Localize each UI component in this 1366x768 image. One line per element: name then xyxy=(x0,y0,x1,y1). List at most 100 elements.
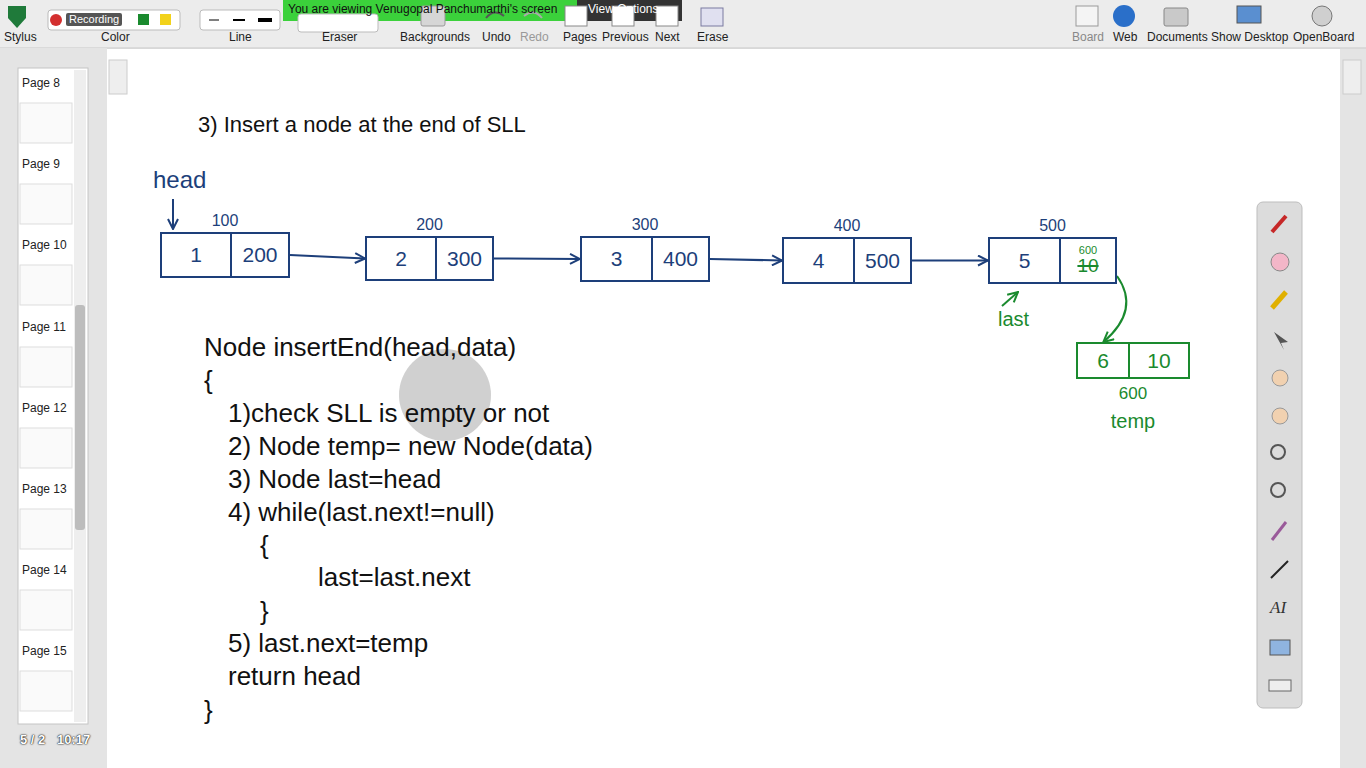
cell-value: 10 xyxy=(1077,256,1098,277)
page-thumbnail xyxy=(20,103,72,143)
next-pointer-arrow xyxy=(290,255,365,259)
code-line: return head xyxy=(228,662,361,692)
toolbar-label: Eraser xyxy=(322,31,357,45)
node-address: 600 xyxy=(1119,385,1147,404)
banner-text: You are viewing Venugopal Panchumarthi's… xyxy=(288,3,557,17)
page-list xyxy=(18,68,88,724)
next-cell: 500 xyxy=(853,239,910,282)
data-cell: 4 xyxy=(784,239,853,282)
toolbar-label: Backgrounds xyxy=(400,31,470,45)
cell-value: 400 xyxy=(663,247,698,270)
list-node: 4004500 xyxy=(782,237,912,284)
record-dot xyxy=(50,14,62,26)
documents-icon xyxy=(1164,8,1188,26)
color-picker xyxy=(48,10,180,30)
next-cell: 400 xyxy=(651,238,708,280)
code-line: 1)check SLL is empty or not xyxy=(228,399,549,429)
next-icon xyxy=(656,6,678,26)
data-cell: 6 xyxy=(1078,344,1128,377)
page-thumbnail xyxy=(20,671,72,711)
cell-value: 6 xyxy=(1097,349,1109,372)
line-tool xyxy=(1271,561,1288,578)
node-caption: 600 temp xyxy=(1048,385,1218,432)
toolbar-label: Erase xyxy=(697,31,728,45)
page-counter: 5 / 2 xyxy=(20,733,45,748)
toolbar-label: Show Desktop xyxy=(1211,31,1288,45)
toolbar-label: Next xyxy=(655,31,680,45)
page-thumbnail xyxy=(20,347,72,387)
board-canvas xyxy=(107,49,1340,768)
node-address: 200 xyxy=(416,216,443,234)
code-line: { xyxy=(260,531,269,561)
pointer-name: head xyxy=(153,166,206,194)
stylus-icon xyxy=(8,6,26,28)
color-swatch xyxy=(138,14,149,25)
page-thumbnail xyxy=(20,509,72,549)
cell-value: 10 xyxy=(1147,349,1170,372)
data-cell: 2 xyxy=(367,238,435,279)
list-node: 600temp610 xyxy=(1076,342,1190,379)
toolbar-label: OpenBoard xyxy=(1293,31,1354,45)
grab-tool xyxy=(1272,408,1288,424)
code-line: last=last.next xyxy=(318,563,470,593)
page-thumbnail xyxy=(20,428,72,468)
board-icon xyxy=(1076,6,1098,26)
eraser-tool xyxy=(1271,253,1289,271)
toolbar xyxy=(0,0,1366,48)
pointer-tool xyxy=(1274,332,1288,350)
code-line: } xyxy=(204,696,213,726)
tool-palette xyxy=(1257,202,1302,708)
scrollbar xyxy=(74,70,86,722)
hand-tool xyxy=(1272,370,1288,386)
page-thumbnail xyxy=(20,184,72,224)
data-cell: 5 xyxy=(990,239,1059,282)
data-cell: 1 xyxy=(162,234,230,276)
last-pointer xyxy=(1002,292,1018,306)
code-line: 3) Node last=head xyxy=(228,465,441,495)
scroll-thumb xyxy=(75,305,85,530)
pointer-name: last xyxy=(998,308,1029,331)
node-caption: 500 xyxy=(960,217,1145,235)
toolbar-label: Redo xyxy=(520,31,549,45)
page-label: Page 12 xyxy=(22,402,67,416)
toolbar-border xyxy=(0,48,1366,49)
zoom-in-tool xyxy=(1271,445,1285,459)
toolbar-label: Board xyxy=(1072,31,1104,45)
node-caption: 200 xyxy=(337,216,522,234)
list-node: 3003400 xyxy=(580,236,710,282)
node-caption: 300 xyxy=(552,216,738,234)
cell-value: 1 xyxy=(190,243,202,266)
cell-value: 3 xyxy=(611,247,623,270)
page-label: Page 9 xyxy=(22,158,60,172)
node-address: 400 xyxy=(834,217,861,235)
page-label: Page 13 xyxy=(22,483,67,497)
page-label: Page 10 xyxy=(22,239,67,253)
node-caption: 100 xyxy=(132,212,318,230)
next-pointer-arrow xyxy=(494,258,580,261)
node-address: 500 xyxy=(1039,217,1066,235)
recording-badge: Recording xyxy=(66,13,122,26)
cell-value: 300 xyxy=(447,247,482,270)
next-cell: 200 xyxy=(230,234,288,276)
cell-value: 4 xyxy=(813,249,825,272)
highlighter-tool xyxy=(1272,292,1286,308)
keyboard-tool xyxy=(1269,680,1291,691)
head-pointer xyxy=(172,199,174,229)
node-address: 300 xyxy=(632,216,659,234)
page-label: Page 11 xyxy=(22,321,66,335)
data-cell: 3 xyxy=(582,238,651,280)
next-pointer-arrow xyxy=(710,259,782,261)
list-node: 500560010 xyxy=(988,237,1117,284)
page-label: Page 8 xyxy=(22,77,60,91)
next-cell: 300 xyxy=(435,238,492,279)
toolbar-label: Documents xyxy=(1147,31,1208,45)
page-thumbnail xyxy=(20,590,72,630)
pages-icon xyxy=(565,6,587,26)
collapse-button xyxy=(109,60,127,94)
right-strip xyxy=(1340,49,1366,768)
toolbar-label: Color xyxy=(101,31,130,45)
pointer-name: temp xyxy=(1111,410,1155,432)
zoom-out-tool xyxy=(1271,483,1285,497)
